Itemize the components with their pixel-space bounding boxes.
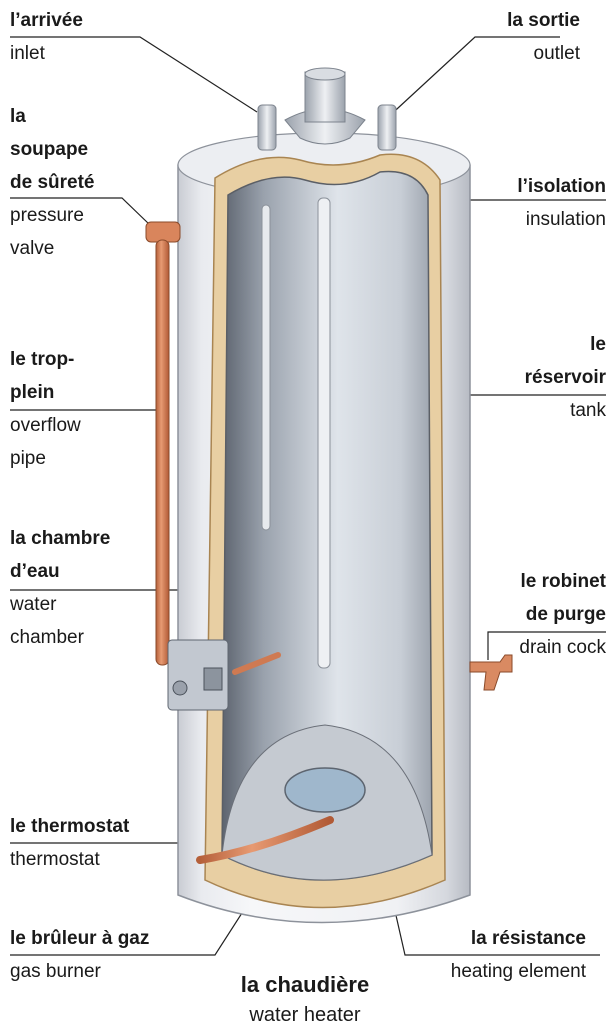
label-insulation: l’isolation insulation [517,170,606,236]
pressure-valve-en-2: valve [10,232,94,265]
inlet-en: inlet [10,37,83,70]
inlet-nipple [258,105,276,150]
tank-fr-2: réservoir [525,361,606,394]
heating-element-fr: la résistance [451,922,586,955]
overflow-pipe-fr-1: le trop- [10,343,81,376]
title-fr: la chaudière [0,970,610,1000]
outlet-en: outlet [507,37,580,70]
drain-cock-fr-2: de purge [519,598,606,631]
drain-cock-fr-1: le robinet [519,565,606,598]
dip-tube [262,205,270,530]
outlet-fr: la sortie [507,4,580,37]
water-chamber-en-1: water [10,588,110,621]
drain-cock-en: drain cock [519,631,606,664]
label-water-chamber: la chambre d’eau water chamber [10,522,110,654]
water-chamber-en-2: chamber [10,621,110,654]
label-overflow-pipe: le trop- plein overflow pipe [10,343,81,475]
pressure-valve-en-1: pressure [10,199,94,232]
insulation-en: insulation [517,203,606,236]
tank-fr-1: le [525,328,606,361]
overflow-pipe-en-2: pipe [10,442,81,475]
burner-plate [285,768,365,812]
pressure-valve-fr-2: soupape [10,133,94,166]
thermostat-fr: le thermostat [10,810,129,843]
diagram-title: la chaudière water heater [0,970,610,1030]
water-chamber-fr-1: la chambre [10,522,110,555]
title-en: water heater [0,1000,610,1030]
pressure-valve [146,222,180,242]
insulation-fr: l’isolation [517,170,606,203]
label-pressure-valve: la soupape de sûreté pressure valve [10,100,94,265]
thermostat-en: thermostat [10,843,129,876]
water-chamber-fr-2: d’eau [10,555,110,588]
pressure-valve-fr-1: la [10,100,94,133]
tank-en: tank [525,394,606,427]
drain-cock [470,655,512,690]
outlet-nipple [378,105,396,150]
overflow-pipe-en-1: overflow [10,409,81,442]
label-thermostat: le thermostat thermostat [10,810,129,876]
label-inlet: l’arrivée inlet [10,4,83,70]
overflow-pipe-fr-2: plein [10,376,81,409]
gas-burner-fr: le brûleur à gaz [10,922,149,955]
heating-rod [318,198,330,668]
label-drain-cock: le robinet de purge drain cock [519,565,606,664]
label-tank: le réservoir tank [525,328,606,427]
label-outlet: la sortie outlet [507,4,580,70]
overflow-pipe [156,240,169,665]
inlet-fr: l’arrivée [10,4,83,37]
pressure-valve-fr-3: de sûreté [10,166,94,199]
